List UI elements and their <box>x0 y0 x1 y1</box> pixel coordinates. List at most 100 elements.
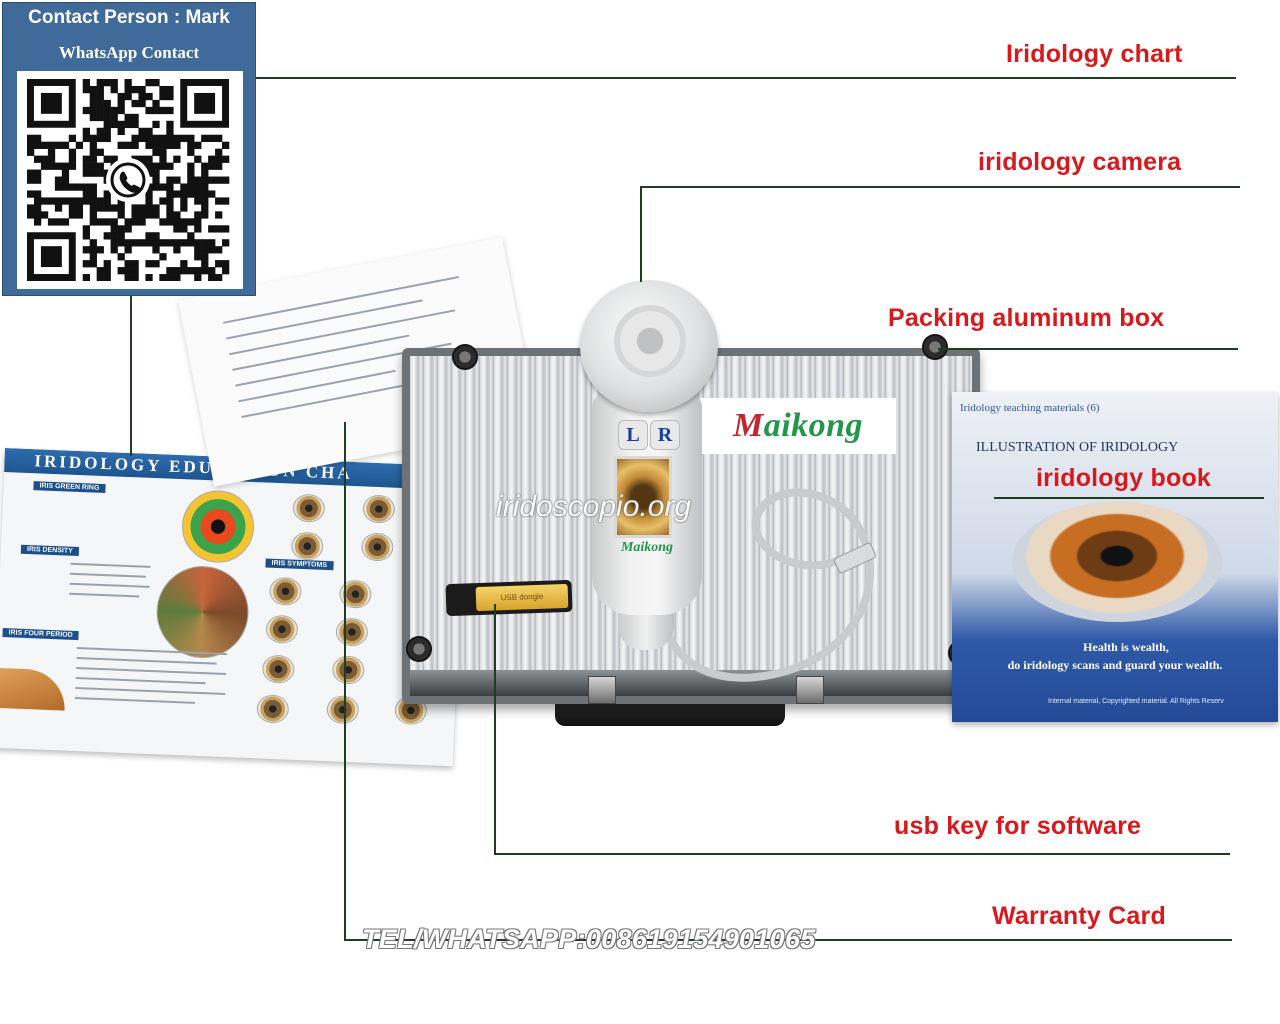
iris-thumbnail <box>290 531 324 561</box>
qr-module <box>89 246 97 254</box>
qr-module <box>110 106 118 115</box>
qr-module <box>89 253 97 261</box>
iris-thumbnail <box>292 493 326 523</box>
text-line <box>76 657 217 665</box>
qr-module <box>173 246 181 254</box>
qr-module <box>159 141 167 149</box>
qr-module <box>152 134 160 142</box>
qr-module <box>187 239 195 247</box>
qr-module <box>27 141 35 149</box>
qr-module <box>103 260 111 268</box>
camera-screen <box>614 456 672 538</box>
whatsapp-icon <box>110 162 146 198</box>
qr-module <box>166 162 174 170</box>
qr-module <box>152 99 160 108</box>
qr-module <box>110 246 118 254</box>
book-tagline: Health is wealth, <box>1083 640 1169 654</box>
qr-module <box>33 190 42 198</box>
qr-module <box>215 211 223 219</box>
camera-brand: Maikong <box>620 540 674 555</box>
qr-module <box>96 267 104 275</box>
qr-module <box>117 141 125 149</box>
qr-module <box>208 155 216 163</box>
qr-module <box>201 190 209 198</box>
callout-line-usb <box>494 853 1230 855</box>
qr-module <box>47 148 56 156</box>
qr-module <box>33 197 42 205</box>
qr-module <box>166 85 174 94</box>
label-iridology-book: iridology book <box>1036 464 1212 492</box>
qr-module <box>145 204 153 212</box>
callout-line-chart <box>256 77 1236 79</box>
qr-module <box>96 197 104 205</box>
qr-module <box>166 218 174 226</box>
whatsapp-qr-code[interactable] <box>27 79 233 281</box>
qr-module <box>124 267 132 275</box>
qr-module <box>166 176 174 184</box>
qr-module <box>201 162 209 170</box>
usb-cable <box>656 488 877 682</box>
qr-module <box>103 204 111 212</box>
qr-module <box>159 183 167 191</box>
qr-module <box>82 79 90 87</box>
qr-module <box>68 211 77 219</box>
qr-module <box>138 134 146 142</box>
qr-module <box>110 225 118 233</box>
qr-module <box>159 85 167 94</box>
qr-module <box>82 106 90 115</box>
qr-module <box>131 120 139 129</box>
qr-module <box>110 85 118 94</box>
iris-thumbnail <box>331 655 365 685</box>
qr-module <box>173 134 181 142</box>
qr-module <box>131 134 139 142</box>
qr-module <box>173 190 181 198</box>
qr-module <box>194 239 202 247</box>
qr-module <box>222 176 230 184</box>
iris-zone-diagram <box>154 564 251 660</box>
right-eye-button[interactable]: R <box>650 420 680 450</box>
qr-module <box>54 162 63 170</box>
qr-module <box>47 141 56 149</box>
qr-module <box>82 162 90 170</box>
qr-module <box>145 211 153 219</box>
qr-module <box>47 155 56 163</box>
qr-module <box>89 197 97 205</box>
qr-module <box>138 239 146 247</box>
qr-module <box>222 239 230 247</box>
case-latch <box>796 676 824 704</box>
qr-code-frame[interactable] <box>17 71 243 289</box>
case-corner <box>452 344 478 370</box>
qr-module <box>187 162 195 170</box>
case-latch <box>588 676 616 704</box>
qr-module <box>27 134 35 142</box>
qr-module <box>166 204 174 212</box>
qr-module <box>145 260 153 268</box>
qr-module <box>173 155 181 163</box>
book-title: ILLUSTRATION OF IRIDOLOGY <box>976 440 1179 455</box>
qr-module <box>89 141 97 149</box>
qr-module <box>103 218 111 226</box>
qr-module <box>152 120 160 129</box>
qr-module <box>40 162 49 170</box>
qr-module <box>27 176 35 184</box>
qr-module <box>82 225 90 233</box>
qr-module <box>54 183 63 191</box>
qr-module <box>138 211 146 219</box>
qr-module <box>75 183 84 191</box>
qr-module <box>96 106 104 115</box>
qr-module <box>61 183 70 191</box>
qr-module <box>117 99 125 108</box>
iris-thumbnail <box>265 614 299 644</box>
qr-module <box>82 169 90 177</box>
qr-module <box>145 141 153 149</box>
qr-module <box>47 162 56 170</box>
qr-module <box>173 176 181 184</box>
chart-section-label: IRIS FOUR PERIOD <box>2 628 79 641</box>
qr-module <box>89 85 97 94</box>
qr-module <box>166 92 174 101</box>
qr-module <box>103 120 111 129</box>
qr-module <box>152 260 160 268</box>
qr-module <box>61 169 70 177</box>
left-eye-button[interactable]: L <box>618 420 648 450</box>
usb-key-label: USB dongle <box>475 583 569 612</box>
